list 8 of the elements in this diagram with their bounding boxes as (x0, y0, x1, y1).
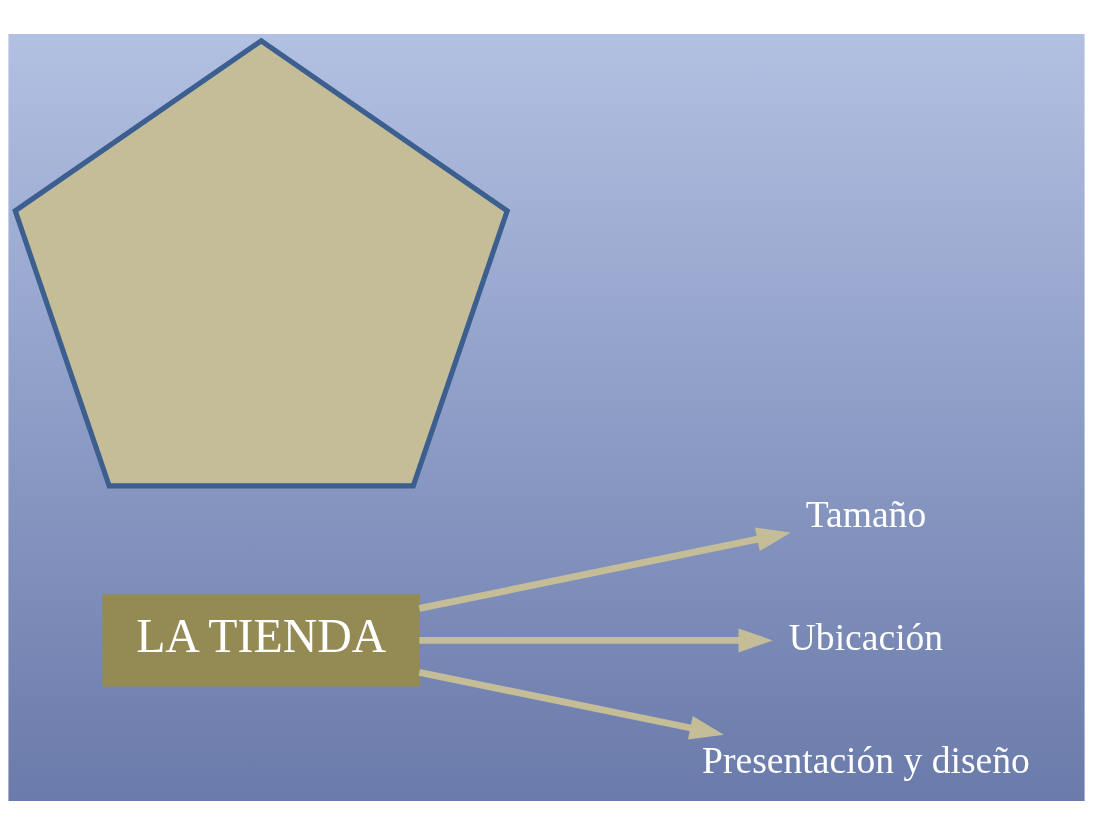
node-text: Ubicación (788, 616, 944, 658)
arrow (419, 628, 773, 653)
arrow (418, 669, 724, 740)
node-box: LA TIENDA (102, 594, 421, 687)
node-text: Tamaño (805, 494, 927, 535)
node-text: Presentación y diseño (702, 739, 1030, 781)
arrow (418, 527, 791, 612)
node-pentagon (12, 37, 511, 489)
